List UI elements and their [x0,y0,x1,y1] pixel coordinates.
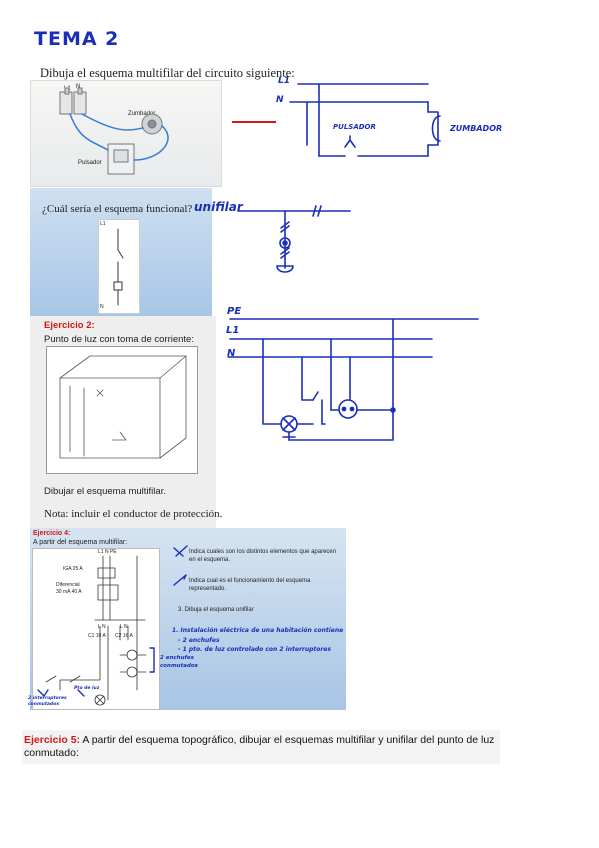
hand-label-l1: L1 [278,76,290,86]
section2-question: ¿Cuál sería el esquema funcional? [42,203,193,215]
section5-text: A partir del esquema topográfico, dibuja… [24,734,495,759]
hand-label-l1-s3: L1 [226,325,240,336]
s4-label-iga: IGA 25 A [63,566,83,572]
photo-label-n: N [76,84,81,90]
hand-label-pe: PE [227,306,242,317]
s4-hand-margin: 2 enchufes conmutados [160,655,198,669]
photo-label-zumbador: Zumbador [128,111,156,117]
hand-label-n-s3: N [227,348,236,359]
hand-label-zumbador: ZUMBADOR [450,124,503,133]
hand-label-pulsador: PULSADOR [333,123,376,131]
s4-hand-line-1: 1. Instalación eléctrica de una habitaci… [172,627,344,634]
room-image [46,346,198,474]
hand-label-n: N [276,95,284,105]
s4-label-c2: C2 16 A [115,633,133,639]
s4-hand-line-2: - 2 enchufes [178,637,220,644]
section1-photo [30,80,222,187]
s4-label-ln1: L N [98,624,106,630]
s4-hand-bottom-1: 2 interruptores conmutados [28,696,67,707]
s4-item-2: Indica cual es el funcionamiento del esq… [189,578,311,592]
circuit-1 [289,83,441,157]
photo-label-l1: L1 [64,86,71,92]
diagram2-label-n: N [100,304,104,310]
section4-subtitle: A partir del esquema multifilar: [33,539,128,546]
s4-label-c1: C1 10 A [88,633,106,639]
s4-label-top: L1 N PE [98,549,117,555]
section3-subtitle: Punto de luz con toma de corriente: [44,334,194,345]
photo-label-pulsador: Pulsador [78,160,102,166]
page-title: TEMA 2 [34,28,120,50]
s4-label-ln2: L N [120,624,128,630]
s4-item-3: 3. Dibuja el esquema unifilar [178,607,254,613]
section4-exercise: Ejercicio 4: [33,530,71,537]
red-wire [232,121,276,123]
section3-exercise: Ejercicio 2: [44,320,95,331]
section5-exercise: Ejercicio 5: [24,734,81,746]
section5-text-block: Ejercicio 5: A partir del esquema topogr… [24,734,500,760]
section3-instruction: Dibujar el esquema multifilar. [44,486,166,497]
circuit-3 [227,318,479,441]
section3-note: Nota: incluir el conductor de protección… [44,508,223,520]
diagram2-label-l1: L1 [100,221,106,227]
s4-hand-line-3: - 1 pto. de luz controlado con 2 interru… [178,646,332,653]
s4-item-1: Indica cuales son los distintos elemento… [189,549,337,563]
s4-label-diff2: 30 mA 40 A [56,589,82,595]
hand-word-unifilar: unifilar [194,200,243,214]
unifilar-2 [237,205,351,273]
section2-diagram [98,219,140,314]
s4-label-diff: Diferencial [56,582,80,588]
section1-question: Dibuja el esquema multifilar del circuit… [40,66,295,80]
s4-hand-bottom-2: Pto de luz [74,686,100,691]
section5-panel [22,730,500,764]
